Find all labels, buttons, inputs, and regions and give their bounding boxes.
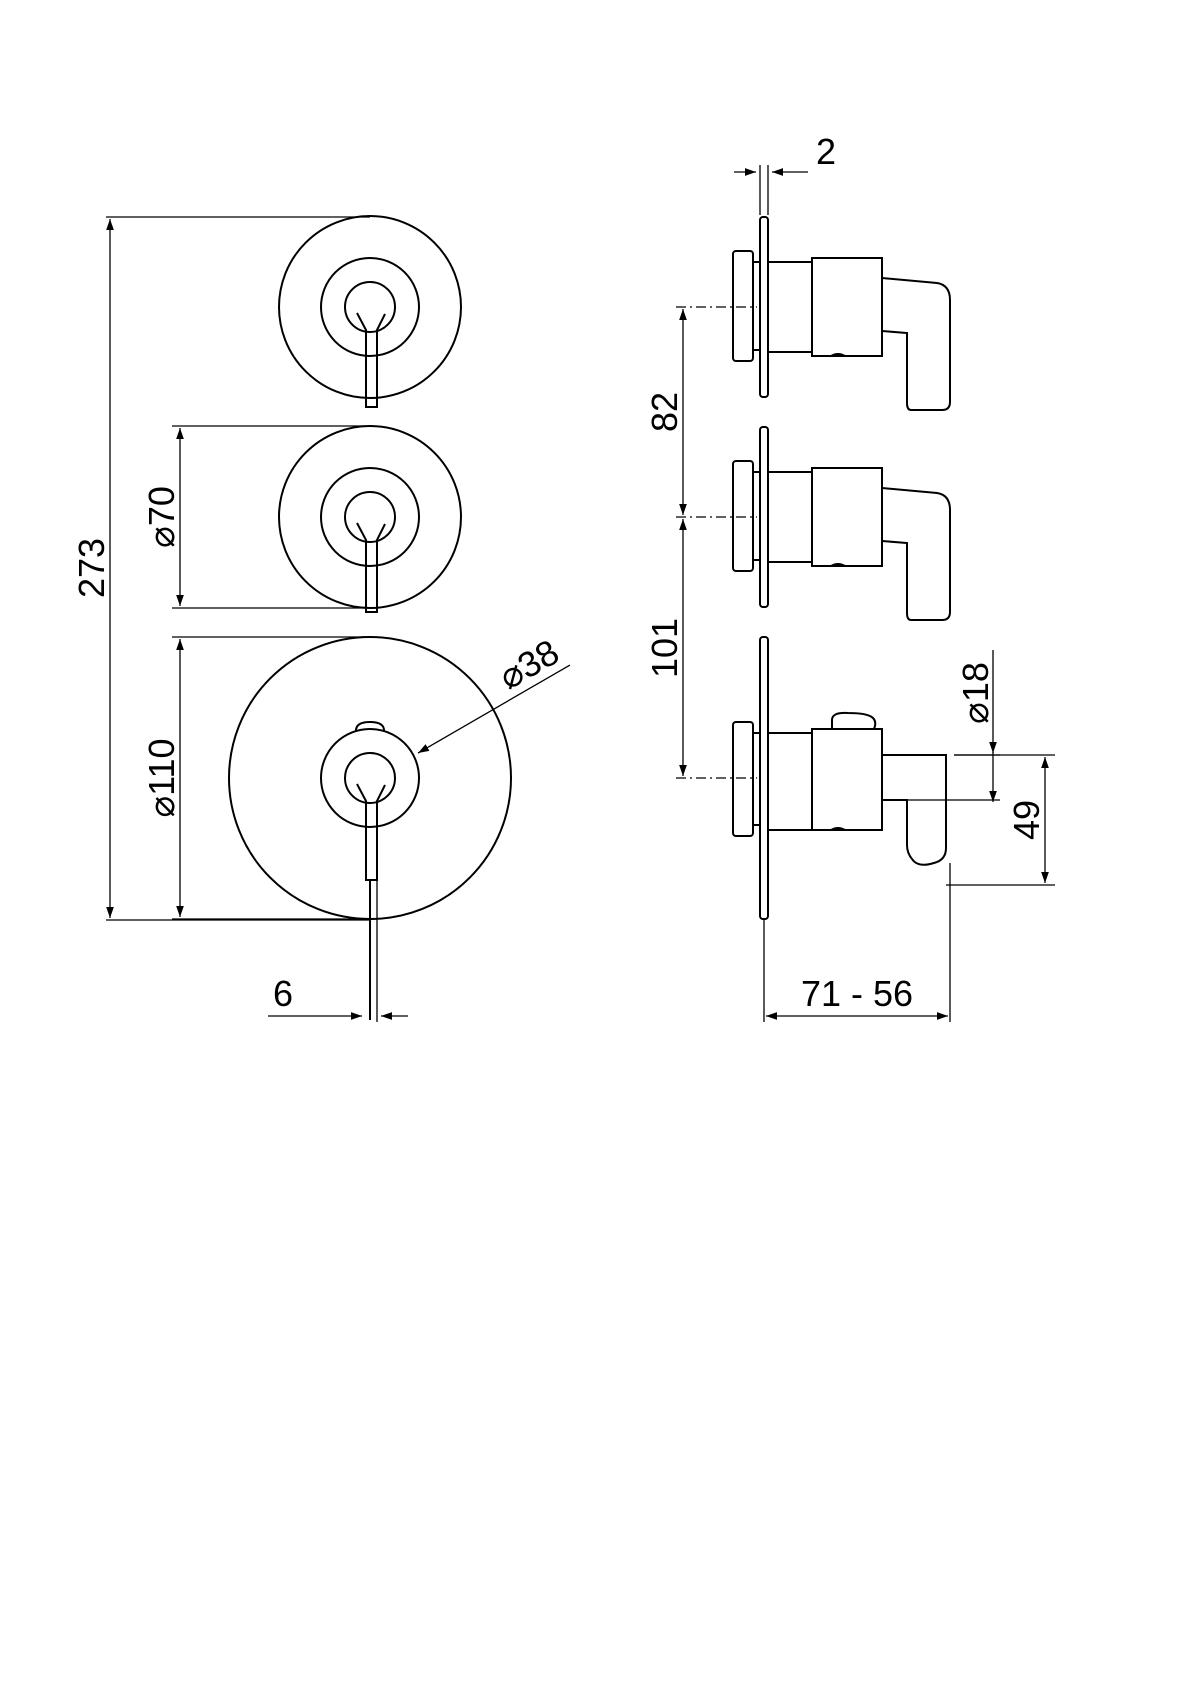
- upper-control-plate: [278, 215, 462, 408]
- plate-thickness-label: 2: [816, 131, 836, 172]
- overall-height-label: 273: [71, 538, 112, 598]
- small-plate-diameter-label: ⌀70: [141, 486, 182, 548]
- large-plate-diameter-label: ⌀110: [141, 738, 182, 817]
- lower-side-unit: [732, 636, 947, 920]
- projection-label: 71 - 56: [801, 973, 913, 1014]
- front-view: 273 ⌀70 ⌀110 ⌀38 6: [71, 215, 571, 1022]
- upper-spacing-label: 82: [644, 392, 685, 432]
- upper-side-unit: [732, 216, 951, 411]
- lever-drop-dimension: 49: [946, 754, 1055, 886]
- large-plate-diameter-dimension: ⌀110: [141, 636, 370, 920]
- lever-width-dimension: 6: [268, 880, 408, 1022]
- upper-spacing-dimension: 82: [644, 309, 687, 515]
- side-view: 2 82 101 ⌀18 49: [644, 131, 1055, 1022]
- overall-height-dimension: 273: [71, 216, 370, 921]
- middle-control-plate: [278, 425, 462, 613]
- shaft-diameter-label: ⌀18: [955, 662, 996, 724]
- lower-spacing-label: 101: [644, 618, 685, 678]
- lever-drop-label: 49: [1006, 800, 1047, 840]
- middle-side-unit: [732, 426, 951, 621]
- plate-thickness-dimension: 2: [734, 131, 836, 215]
- projection-dimension: 71 - 56: [763, 863, 951, 1022]
- lower-spacing-dimension: 101: [644, 519, 687, 776]
- lever-width-label: 6: [273, 973, 293, 1014]
- hub-diameter-dimension: ⌀38: [417, 631, 571, 754]
- shaft-diameter-dimension: ⌀18: [907, 650, 1000, 802]
- small-plate-diameter-dimension: ⌀70: [141, 425, 370, 609]
- main-thermostatic-plate: [228, 636, 512, 1020]
- hub-diameter-label: ⌀38: [492, 631, 566, 697]
